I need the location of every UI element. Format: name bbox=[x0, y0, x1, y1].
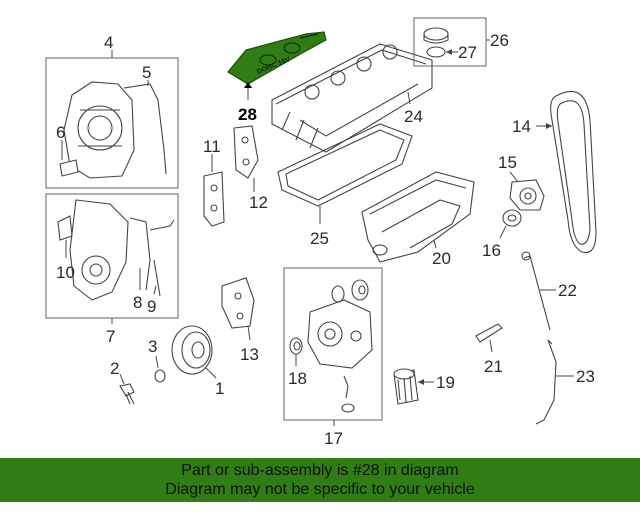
ignition-coil-cover-28[interactable]: DOHC 16V bbox=[227, 31, 327, 85]
callout-7[interactable]: 7 bbox=[106, 327, 115, 346]
callout-4[interactable]: 4 bbox=[104, 33, 113, 52]
callout-8[interactable]: 8 bbox=[133, 293, 142, 312]
callout-19[interactable]: 19 bbox=[436, 373, 455, 392]
callout-17[interactable]: 17 bbox=[324, 429, 343, 448]
callout-16[interactable]: 16 bbox=[482, 241, 501, 260]
timing-cover-seal-strip[interactable] bbox=[123, 83, 167, 175]
info-banner: Part or sub-assembly is #28 in diagram D… bbox=[0, 458, 640, 502]
callout-25[interactable]: 25 bbox=[310, 229, 329, 248]
group-box-26 bbox=[413, 17, 487, 67]
exploded-parts-diagram: 4 5 6 7 10 8 9 11 bbox=[45, 17, 597, 448]
callout-23[interactable]: 23 bbox=[576, 367, 595, 386]
dipstick-tube-23[interactable] bbox=[535, 339, 557, 425]
callout-21[interactable]: 21 bbox=[484, 357, 503, 376]
small-gasket[interactable] bbox=[59, 159, 79, 177]
callout-5[interactable]: 5 bbox=[142, 63, 151, 82]
dipstick-bracket-21[interactable] bbox=[475, 323, 503, 343]
oil-pump-assembly[interactable] bbox=[307, 279, 373, 413]
lower-cover-gasket[interactable] bbox=[129, 217, 175, 297]
head-cover-gasket-25[interactable] bbox=[277, 123, 413, 207]
engine-bracket-12[interactable] bbox=[233, 125, 259, 179]
callout-24[interactable]: 24 bbox=[404, 107, 423, 126]
callout-1[interactable]: 1 bbox=[215, 379, 224, 398]
callout-13[interactable]: 13 bbox=[240, 345, 259, 364]
banner-line-1: Part or sub-assembly is #28 in diagram bbox=[181, 462, 459, 479]
belt-tensioner-15[interactable] bbox=[509, 179, 545, 211]
callout-14[interactable]: 14 bbox=[512, 117, 531, 136]
callout-26[interactable]: 26 bbox=[490, 31, 509, 50]
pulley-washer-3[interactable] bbox=[154, 369, 166, 383]
callout-18[interactable]: 18 bbox=[288, 369, 307, 388]
pulley-bolt-2[interactable] bbox=[119, 383, 135, 405]
callout-10[interactable]: 10 bbox=[56, 263, 75, 282]
tensioner-pulley-16[interactable] bbox=[502, 209, 522, 227]
group-box-17 bbox=[283, 267, 383, 421]
lower-timing-cover[interactable] bbox=[69, 199, 129, 301]
callout-22[interactable]: 22 bbox=[558, 281, 577, 300]
callout-11[interactable]: 11 bbox=[203, 137, 221, 156]
callout-2[interactable]: 2 bbox=[110, 359, 119, 378]
oil-pan-20[interactable] bbox=[361, 171, 475, 263]
timing-belt-14[interactable] bbox=[550, 90, 597, 254]
oil-filler-cap[interactable] bbox=[423, 27, 449, 44]
oil-cap-o-ring[interactable] bbox=[426, 46, 446, 58]
upper-timing-cover[interactable] bbox=[63, 81, 135, 179]
callout-15[interactable]: 15 bbox=[498, 153, 517, 172]
cylinder-head-cover-24[interactable] bbox=[271, 43, 433, 153]
callout-27[interactable]: 27 bbox=[458, 43, 477, 62]
banner-line-2: Diagram may not be specific to your vehi… bbox=[165, 481, 475, 498]
engine-bracket-11[interactable] bbox=[203, 171, 225, 227]
oil-seal-18[interactable] bbox=[289, 337, 303, 355]
callout-9[interactable]: 9 bbox=[147, 297, 156, 316]
callout-3[interactable]: 3 bbox=[148, 337, 157, 356]
crankshaft-pulley-1[interactable] bbox=[171, 325, 213, 375]
oil-filter-19[interactable] bbox=[393, 368, 419, 405]
oil-dipstick-22[interactable] bbox=[521, 251, 551, 331]
engine-bracket-13[interactable] bbox=[221, 277, 255, 329]
callout-28[interactable]: 28 bbox=[238, 105, 257, 124]
callout-20[interactable]: 20 bbox=[432, 249, 451, 268]
cover-bracket[interactable] bbox=[57, 215, 73, 241]
callout-12[interactable]: 12 bbox=[249, 193, 268, 212]
callout-6[interactable]: 6 bbox=[56, 123, 65, 142]
